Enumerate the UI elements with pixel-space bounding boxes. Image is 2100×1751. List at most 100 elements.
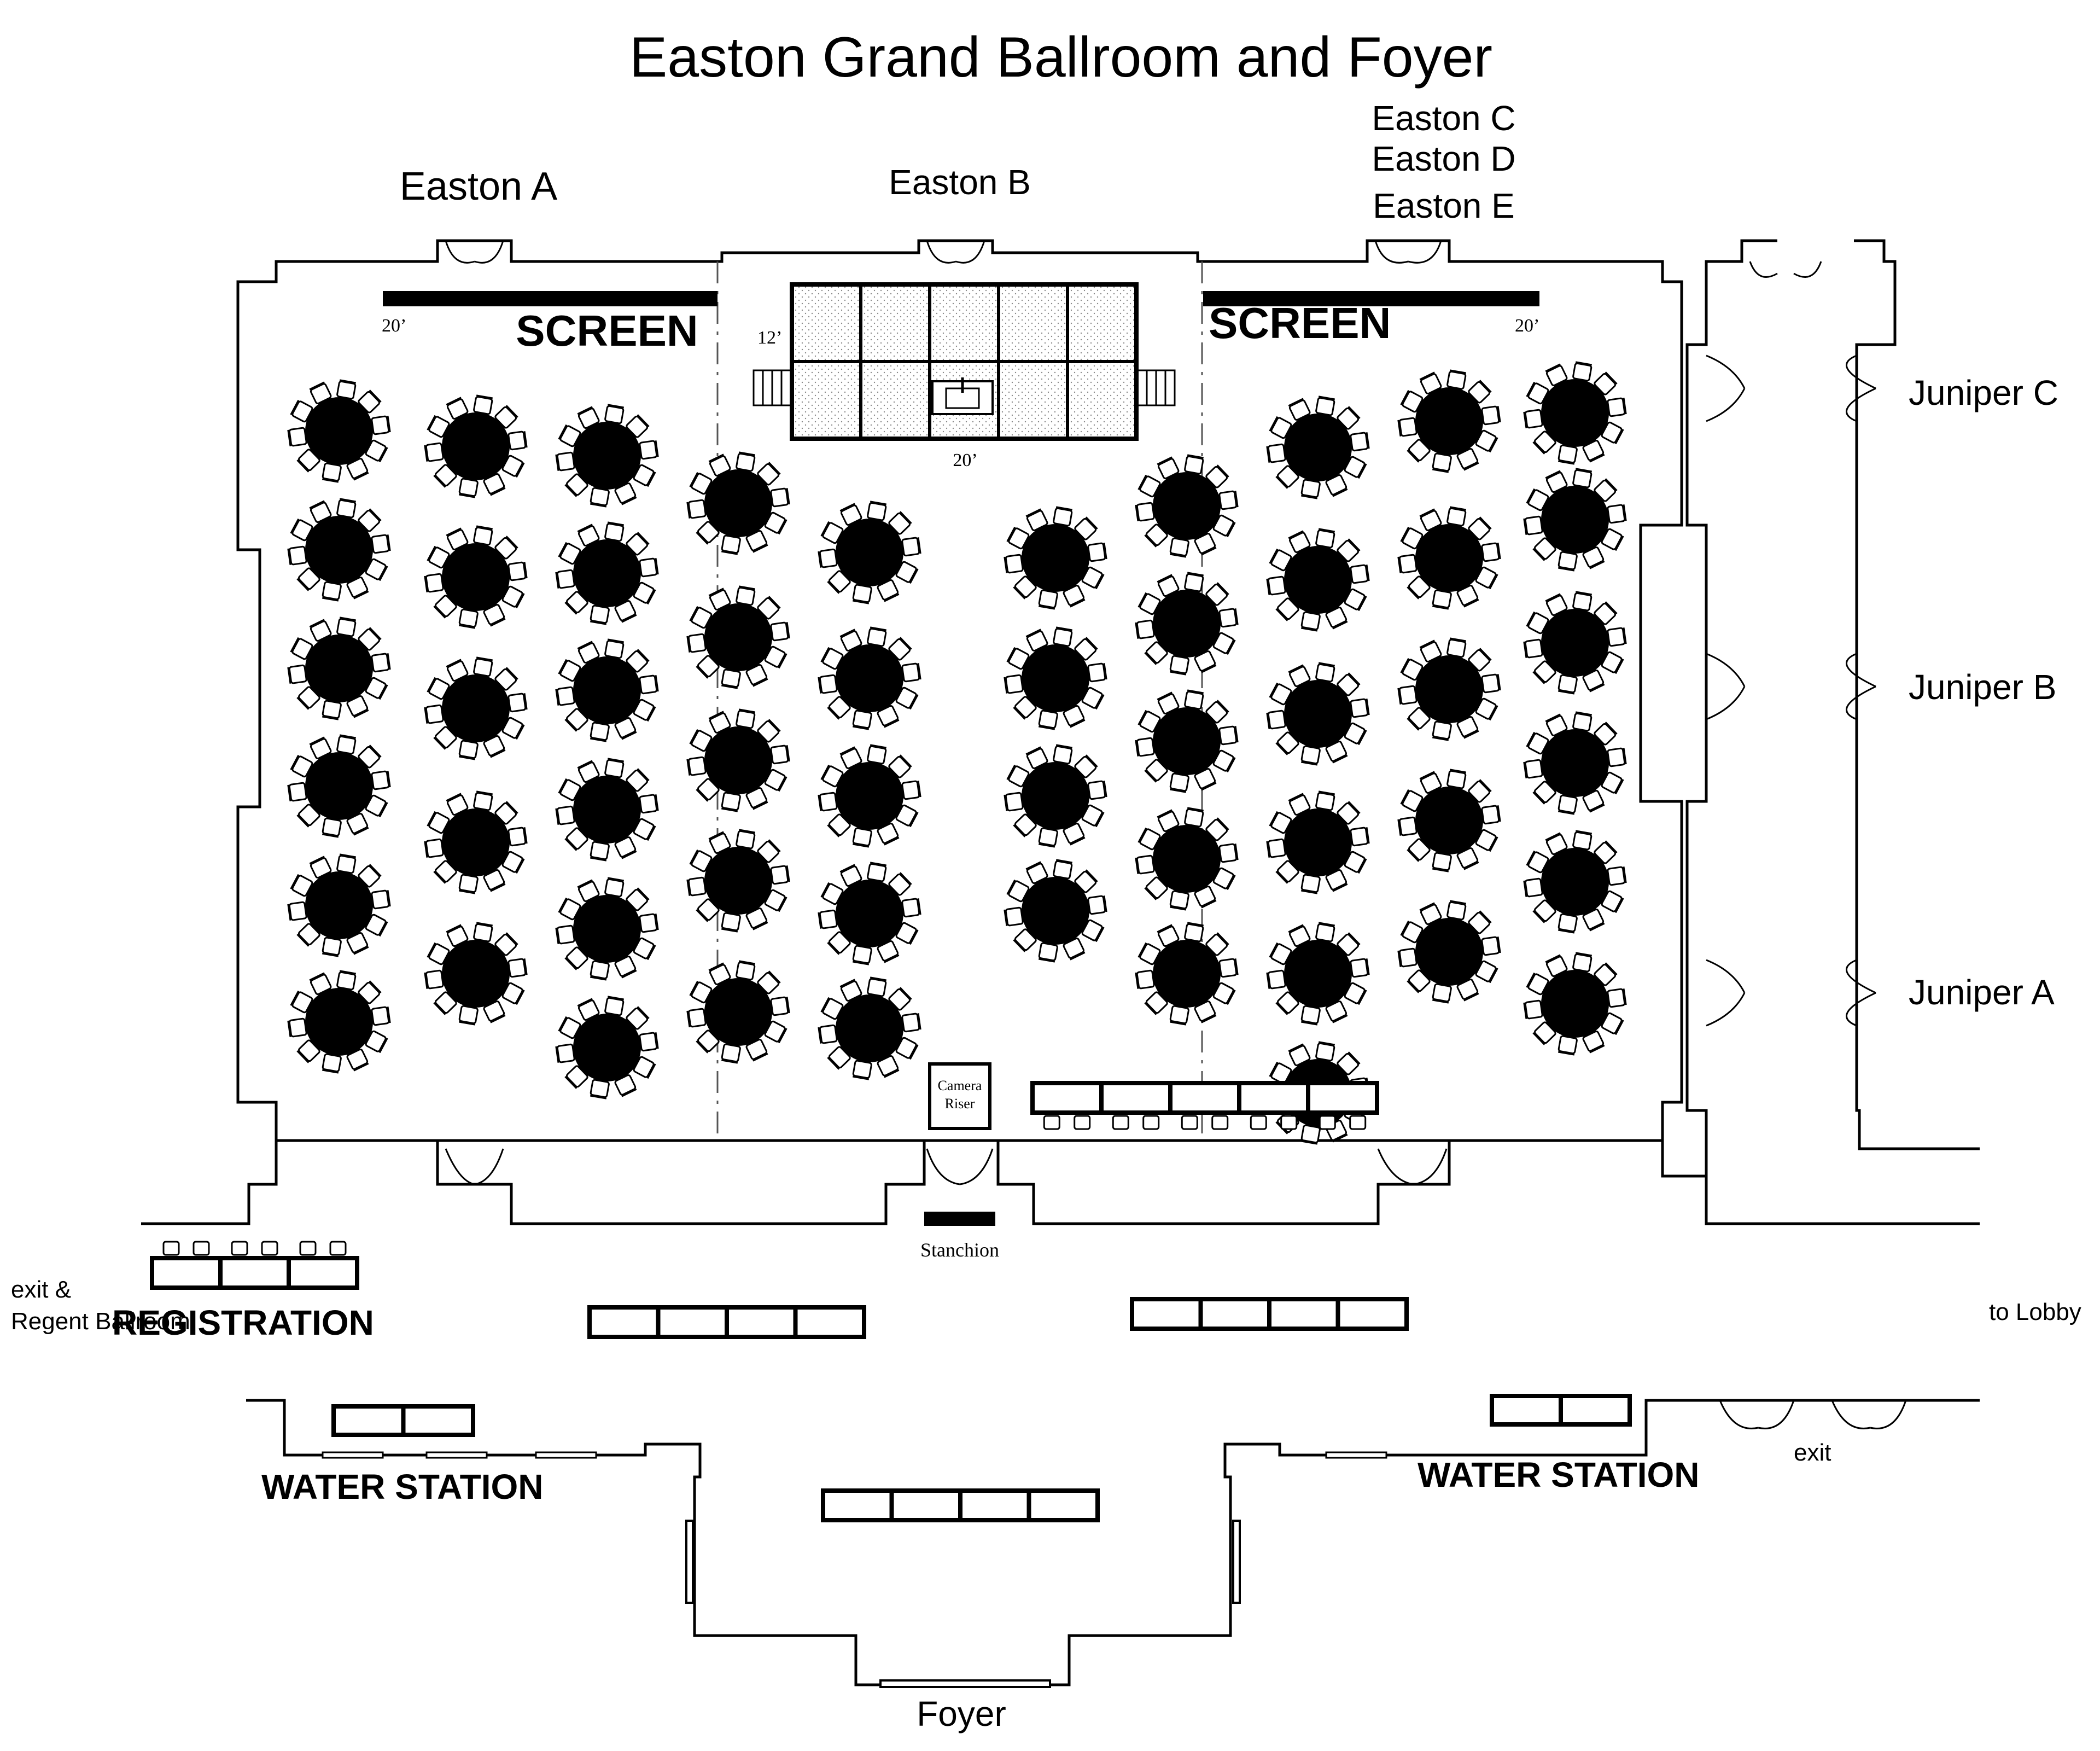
chair: [322, 1053, 342, 1074]
chair: [365, 558, 388, 581]
chair: [558, 659, 581, 682]
round-table: [287, 853, 391, 957]
round-table-top: [1284, 680, 1352, 748]
chair: [852, 584, 872, 604]
chair: [1081, 687, 1105, 710]
chair: [1063, 937, 1086, 961]
chair: [764, 1020, 788, 1044]
chair: [1081, 919, 1105, 943]
round-table-top: [305, 516, 373, 584]
chair: [231, 1241, 248, 1256]
chair: [1038, 709, 1058, 730]
chair: [424, 442, 444, 462]
chair: [1074, 516, 1098, 540]
round-table: [424, 790, 528, 894]
chair: [604, 877, 625, 898]
chair: [371, 534, 391, 554]
chair: [1475, 566, 1498, 590]
chair: [287, 545, 307, 566]
room-label-easton-d: Easton D: [1372, 139, 1515, 178]
chair: [1558, 794, 1578, 815]
chair: [901, 780, 921, 800]
chair: [577, 879, 600, 903]
chair: [1169, 1005, 1189, 1026]
chair: [1135, 619, 1155, 639]
round-table-top: [442, 543, 510, 611]
round-table: [1397, 506, 1501, 610]
chair: [577, 641, 600, 664]
chair: [867, 626, 887, 647]
exit-regent-label: exit &: [11, 1276, 71, 1303]
chair: [590, 960, 610, 981]
chair: [1266, 575, 1286, 596]
chair: [1446, 506, 1467, 527]
chair: [1053, 626, 1073, 647]
chair: [162, 1241, 180, 1256]
room-label-easton-c: Easton C: [1372, 98, 1515, 138]
chair: [721, 534, 741, 555]
chair: [1468, 910, 1492, 934]
chair: [1607, 988, 1627, 1008]
chair: [604, 404, 625, 424]
chair: [1594, 840, 1618, 864]
chair: [696, 655, 720, 679]
round-table-top: [1541, 379, 1609, 447]
chair: [1074, 1115, 1091, 1130]
chair: [639, 1032, 659, 1052]
round-table-top: [1153, 472, 1221, 540]
ballroom-wall: [236, 239, 1683, 1142]
chair: [852, 945, 872, 965]
round-table: [818, 501, 921, 604]
chair: [839, 629, 862, 652]
chair: [820, 521, 844, 544]
round-table: [818, 626, 921, 730]
chair: [1006, 647, 1030, 670]
chair: [473, 394, 493, 415]
foyer-south-wall: [246, 1399, 1980, 1686]
chair: [757, 719, 781, 743]
room-label-foyer: Foyer: [917, 1694, 1006, 1733]
chair: [1043, 1115, 1060, 1130]
chair: [287, 901, 307, 921]
chair: [895, 804, 919, 828]
chair: [296, 1039, 320, 1063]
chair: [590, 487, 610, 508]
chair: [689, 980, 713, 1004]
chair: [473, 790, 493, 811]
chair: [1138, 474, 1161, 498]
chair: [336, 853, 357, 874]
round-table: [287, 616, 391, 720]
chair: [1468, 648, 1492, 672]
chair: [590, 604, 610, 625]
foyer-table-row: [821, 1488, 1100, 1522]
chair: [1400, 658, 1424, 681]
round-table-top: [442, 412, 510, 480]
chair: [757, 970, 781, 994]
round-table-top: [573, 422, 641, 490]
chair: [736, 708, 756, 729]
round-table-top: [836, 994, 903, 1062]
chair: [1250, 1115, 1267, 1130]
chair: [1218, 958, 1239, 978]
chair: [626, 414, 650, 438]
chair: [1601, 890, 1624, 914]
chair: [1074, 869, 1098, 893]
chair: [329, 1241, 347, 1256]
chair: [888, 637, 912, 661]
chair: [1300, 1124, 1321, 1145]
stanchion: [924, 1212, 995, 1226]
chair: [639, 674, 659, 695]
room-label-juniper-a: Juniper A: [1909, 973, 2055, 1012]
chair: [1558, 913, 1578, 934]
chair: [290, 518, 313, 542]
chair: [1325, 474, 1348, 497]
chair: [1545, 954, 1568, 978]
round-table-top: [1284, 940, 1352, 1008]
chair: [1456, 978, 1479, 1002]
chair: [1315, 395, 1335, 416]
chair: [371, 1006, 391, 1026]
round-table: [1266, 790, 1370, 894]
juniper-corridor-east-wall: [1854, 239, 1980, 1150]
round-table: [1135, 454, 1239, 558]
